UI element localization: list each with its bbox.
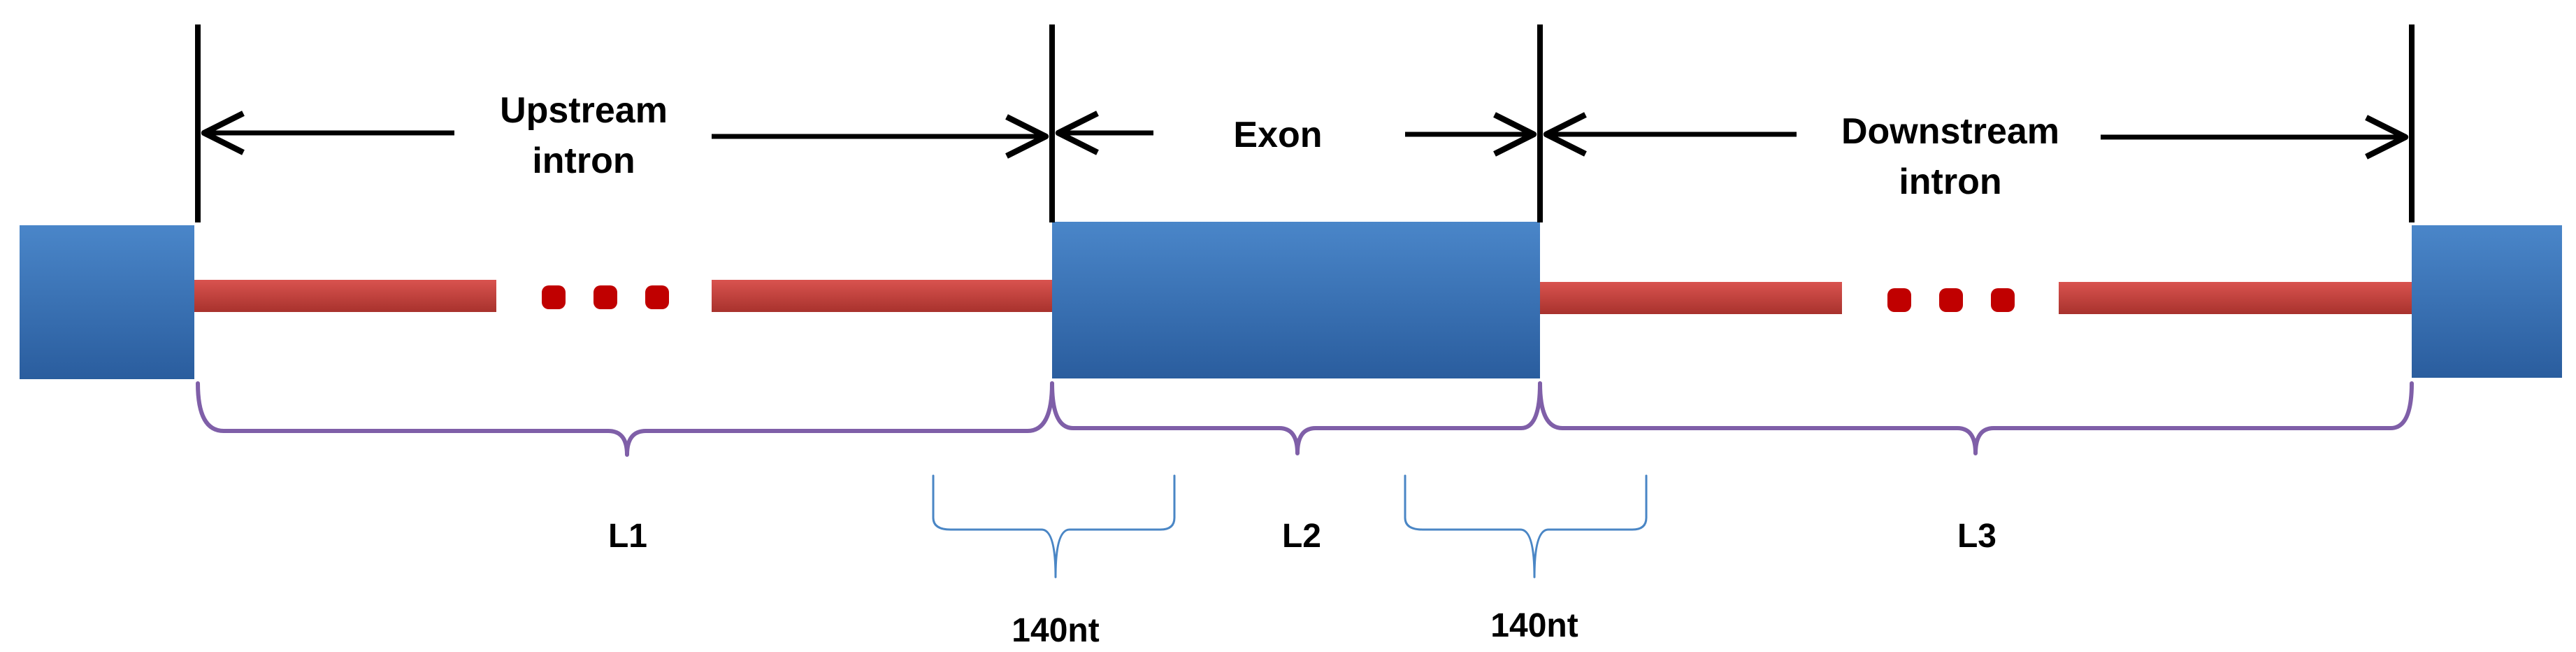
upstream-intron-label-line1: Upstream — [500, 90, 668, 131]
upstream-intron-ellipsis — [542, 285, 669, 309]
brace-l3 — [1538, 381, 2414, 455]
downstream-intron-label-line1: Downstream — [1841, 111, 2059, 152]
exon-right-box — [2412, 225, 2562, 378]
l2-label: L2 — [1282, 518, 1321, 555]
brace-window-left — [932, 474, 1176, 579]
window-braces — [932, 474, 1648, 579]
downstream-intron-ellipsis — [1887, 288, 2015, 312]
brace-l2 — [1050, 381, 1542, 455]
l3-label: L3 — [1957, 518, 1996, 555]
window-right-label: 140nt — [1490, 607, 1578, 644]
boundary-markers — [195, 24, 2415, 222]
l1-label: L1 — [608, 518, 647, 555]
span-arrows — [201, 111, 2409, 160]
upstream-intron-segment-right — [712, 280, 1052, 312]
brace-window-right — [1404, 474, 1648, 579]
downstream-intron-label-line2: intron — [1899, 162, 2001, 202]
exon-left-box — [20, 225, 194, 379]
downstream-intron-segment-right — [2059, 282, 2412, 314]
upstream-intron-segment-left — [194, 280, 496, 312]
length-braces — [196, 381, 2414, 457]
exon-middle-box — [1052, 222, 1540, 378]
downstream-intron-segment-left — [1540, 282, 1842, 314]
upstream-intron-label-line2: intron — [532, 141, 635, 181]
exon-label: Exon — [1233, 115, 1322, 155]
brace-l1 — [196, 381, 1054, 457]
window-left-label: 140nt — [1012, 612, 1099, 649]
